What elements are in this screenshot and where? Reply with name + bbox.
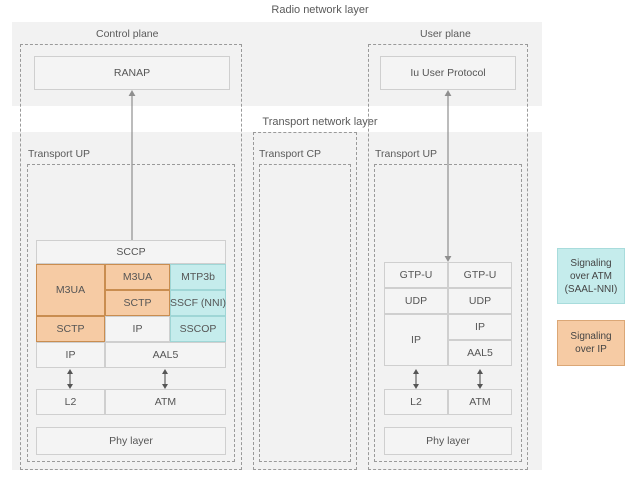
- sctp-mid-box[interactable]: SCTP: [105, 290, 170, 316]
- user-aal5-atm-arrow: [477, 369, 483, 389]
- gtpu-left-box[interactable]: GTP-U: [384, 262, 448, 288]
- ip-l2-arrow: [67, 369, 73, 389]
- l2-row-box[interactable]: L2: [36, 389, 105, 415]
- control-transport-up-box: [27, 164, 235, 462]
- user-plane-column: [368, 44, 528, 470]
- atm-row-box[interactable]: ATM: [105, 389, 226, 415]
- mtp3b-box[interactable]: MTP3b: [170, 264, 226, 290]
- legend-ip-line2: over IP: [575, 344, 607, 355]
- sctp-left-box[interactable]: SCTP: [36, 316, 105, 342]
- legend-signaling-over-ip: Signaling over IP: [557, 320, 625, 366]
- aal5-atm-arrow: [162, 369, 168, 389]
- user-transport-up-caption: Transport UP: [375, 148, 438, 160]
- user-ip-l2-arrow: [413, 369, 419, 389]
- transport-cp-caption: Transport CP: [259, 148, 322, 160]
- sccp-box[interactable]: SCCP: [36, 240, 226, 264]
- legend-signaling-over-atm: Signaling over ATM (SAAL-NNI): [557, 248, 625, 304]
- atm-user-box[interactable]: ATM: [448, 389, 512, 415]
- user-plane-caption: User plane: [420, 28, 471, 40]
- transport-cp-box: [259, 164, 351, 462]
- sscf-nni-box[interactable]: SSCF (NNI): [170, 290, 226, 316]
- udp-right-box[interactable]: UDP: [448, 288, 512, 314]
- control-transport-up-caption: Transport UP: [28, 148, 91, 160]
- m3ua-mid-box[interactable]: M3UA: [105, 264, 170, 290]
- ip-right-box[interactable]: IP: [448, 314, 512, 340]
- transport-network-layer-title: Transport network layer: [225, 116, 415, 128]
- gtpu-right-box[interactable]: GTP-U: [448, 262, 512, 288]
- user-transport-up-box: [374, 164, 522, 462]
- m3ua-left-box[interactable]: M3UA: [36, 264, 105, 316]
- ip-left-box[interactable]: IP: [384, 314, 448, 366]
- legend-atm-line3: (SAAL-NNI): [564, 283, 618, 295]
- iu-gtpu-arrow: [444, 90, 452, 262]
- phy-layer-box-user[interactable]: Phy layer: [384, 427, 512, 455]
- l2-user-box[interactable]: L2: [384, 389, 448, 415]
- control-plane-caption: Control plane: [96, 28, 159, 40]
- sscop-box[interactable]: SSCOP: [170, 316, 226, 342]
- iu-user-protocol-box[interactable]: Iu User Protocol: [380, 56, 516, 90]
- phy-layer-box-control[interactable]: Phy layer: [36, 427, 226, 455]
- ranap-box[interactable]: RANAP: [34, 56, 230, 90]
- aal5-right-box[interactable]: AAL5: [448, 340, 512, 366]
- transport-cp-column: [253, 132, 357, 470]
- diagram-title: Radio network layer: [271, 4, 369, 16]
- legend-atm-line2: over ATM: [569, 270, 613, 282]
- control-plane-column: [20, 44, 242, 470]
- aal5-row-box[interactable]: AAL5: [105, 342, 226, 368]
- ip-mid-box[interactable]: IP: [105, 316, 170, 342]
- udp-left-box[interactable]: UDP: [384, 288, 448, 314]
- ip-row-box[interactable]: IP: [36, 342, 105, 368]
- legend-ip-line1: Signaling: [570, 331, 612, 342]
- legend-atm-line1: Signaling: [570, 257, 612, 269]
